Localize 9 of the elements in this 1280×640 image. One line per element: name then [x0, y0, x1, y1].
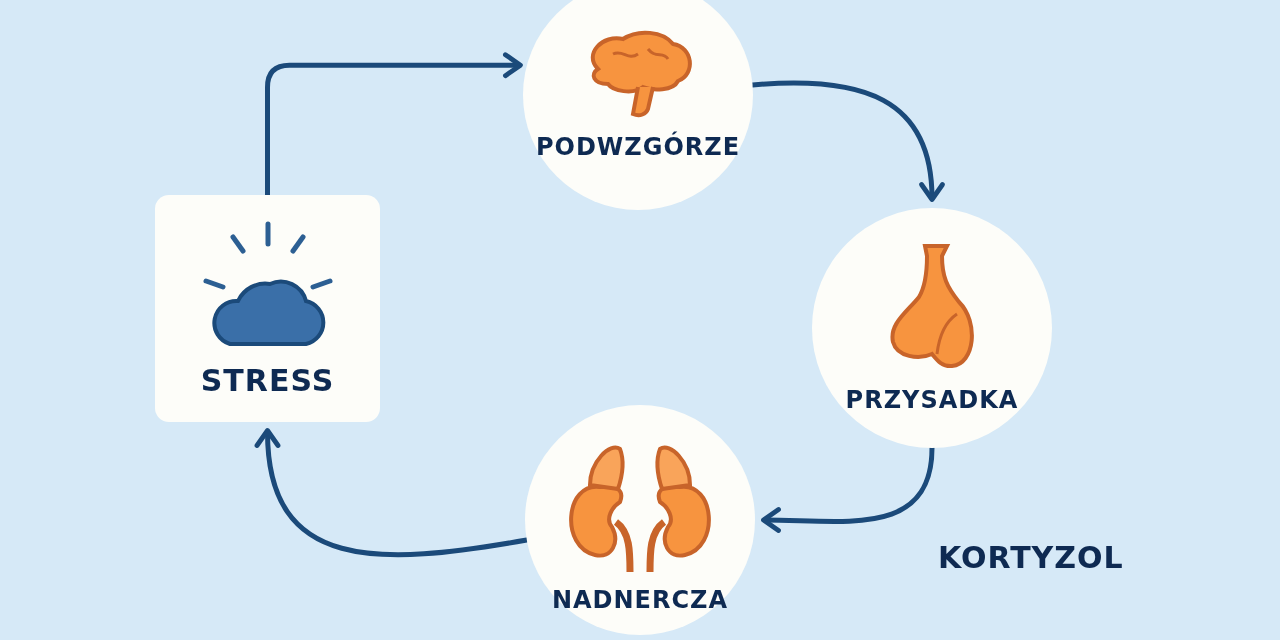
hormone-label: KORTYZOL: [938, 540, 1124, 575]
node-label: NADNERCZA: [551, 585, 729, 614]
arrow: [265, 52, 523, 198]
stress-card: [155, 195, 380, 422]
node-label: STRESS: [200, 363, 335, 398]
node-label: PODWZGÓRZE: [535, 133, 741, 161]
node-label: PRZYSADKA: [845, 386, 1019, 414]
arrow: [761, 445, 935, 534]
arrow: [750, 80, 945, 202]
